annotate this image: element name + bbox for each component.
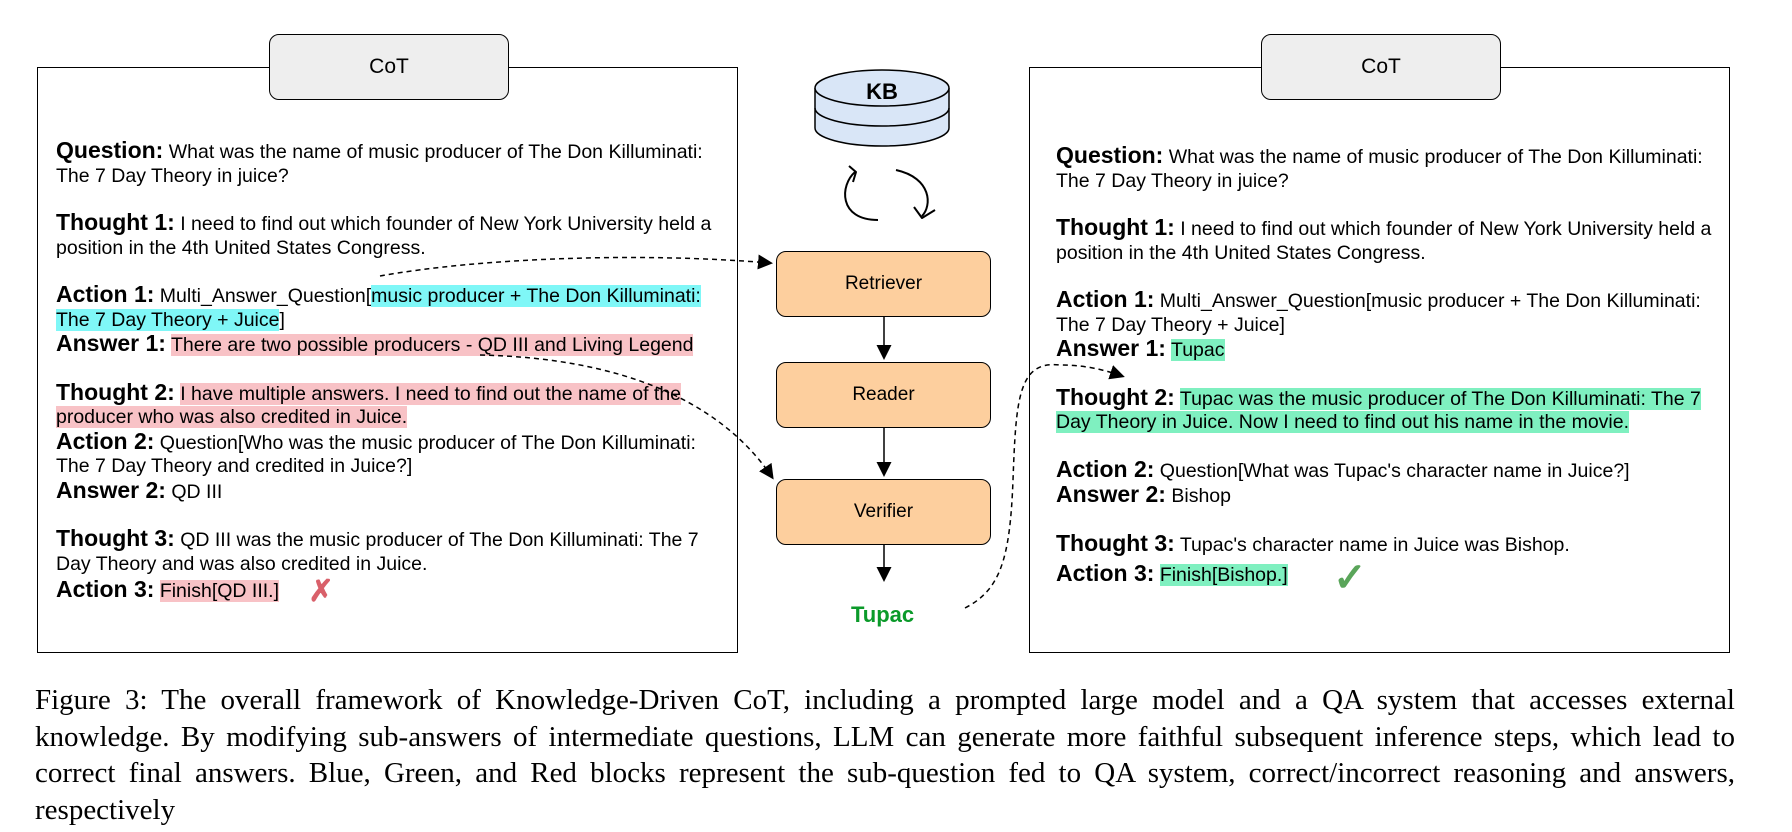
left-action-3: Action 3: Finish[QD III.] ✗: [56, 575, 334, 608]
right-thought-2-correct: Tupac was the music producer of The Don …: [1056, 387, 1701, 433]
exchange-arrows-icon: [844, 165, 936, 221]
kb-label: KB: [866, 79, 898, 104]
left-cot-tab: CoT: [269, 34, 509, 100]
left-cot-tab-label: CoT: [369, 55, 409, 78]
right-thought-3: Thought 3: Tupac's character name in Jui…: [1056, 529, 1570, 556]
right-action-3-correct: Finish[Bishop.]: [1159, 564, 1288, 586]
verifier-label: Verifier: [853, 501, 914, 522]
retriever-module: Retriever: [776, 251, 991, 317]
right-action-2: Action 2: Question[What was Tupac's char…: [1056, 455, 1630, 482]
dashed-flow-arrows: [379, 254, 1125, 609]
right-thought-2: Thought 2: Tupac was the music producer …: [1056, 383, 1701, 433]
left-action-2: Action 2: Question[Who was the music pro…: [56, 427, 696, 477]
left-action-3-incorrect: Finish[QD III.]: [159, 580, 280, 602]
reader-label: Reader: [852, 384, 915, 405]
retriever-label: Retriever: [844, 273, 923, 294]
right-action-1: Action 1: Multi_Answer_Question[music pr…: [1056, 286, 1701, 336]
final-result-label: Tupac: [851, 602, 915, 627]
left-answer-1: Answer 1: There are two possible produce…: [56, 330, 694, 356]
right-cot-tab-label: CoT: [1361, 55, 1401, 78]
left-question: Question: What was the name of music pro…: [56, 137, 703, 187]
right-cot-panel: [1029, 67, 1730, 653]
left-action-1: Action 1: Multi_Answer_Question[music pr…: [56, 281, 701, 331]
check-mark-icon: ✓: [1333, 556, 1367, 600]
right-cot-steps: Question: What was the name of music pro…: [1056, 142, 1716, 600]
database-icon: [814, 69, 950, 147]
right-question: Question: What was the name of music pro…: [1056, 142, 1703, 192]
cross-mark-icon: ✗: [308, 575, 334, 608]
left-cot-steps: Question: What was the name of music pro…: [56, 137, 722, 608]
right-answer-1-correct: Tupac: [1171, 339, 1225, 361]
left-cot-panel: [37, 67, 738, 653]
verifier-module: Verifier: [776, 479, 991, 545]
right-answer-1: Answer 1: Tupac: [1056, 335, 1225, 361]
left-thought-2: Thought 2: I have multiple answers. I ne…: [56, 378, 682, 428]
reader-module: Reader: [776, 362, 991, 428]
left-thought-1: Thought 1: I need to find out which foun…: [56, 209, 712, 259]
left-answer-2: Answer 2: QD III: [56, 476, 223, 503]
right-answer-2: Answer 2: Bishop: [1056, 481, 1231, 507]
left-thought-3: Thought 3: QD III was the music producer…: [56, 525, 699, 575]
right-thought-1: Thought 1: I need to find out which foun…: [1056, 214, 1712, 264]
right-action-3: Action 3: Finish[Bishop.] ✓: [1056, 556, 1367, 600]
figure-caption: Figure 3: The overall framework of Knowl…: [35, 684, 1735, 826]
right-cot-tab: CoT: [1261, 34, 1501, 100]
left-answer-1-incorrect: There are two possible producers - QD II…: [171, 334, 694, 356]
